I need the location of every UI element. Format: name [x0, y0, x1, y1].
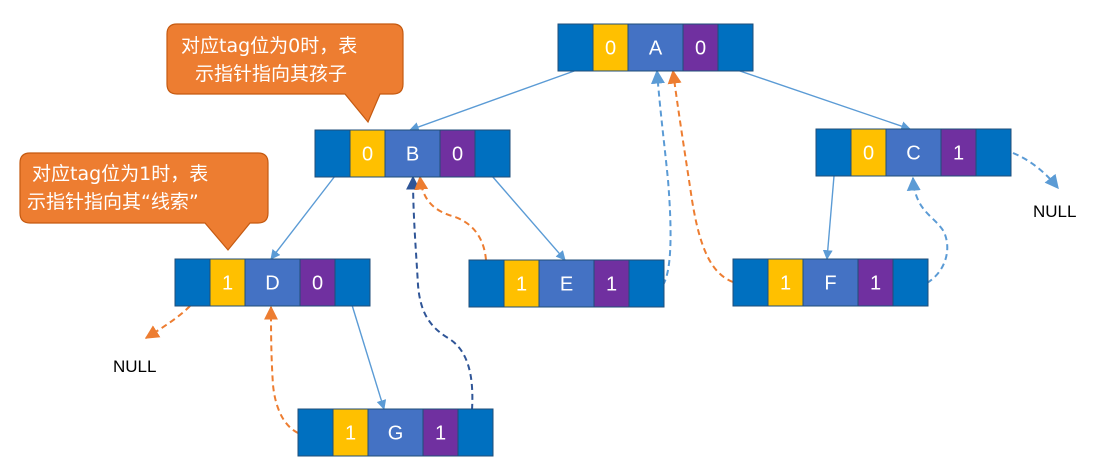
node-c-ltag-label: 0	[863, 143, 874, 165]
node-g-ltag-label: 1	[345, 423, 356, 445]
node-a-data-cell	[627, 23, 684, 72]
edge-A-B	[409, 69, 578, 132]
node-a-data-label: A	[649, 38, 663, 60]
null-label-right: NULL	[1033, 202, 1076, 221]
node-c-rtag-label: 1	[953, 143, 964, 165]
node-d-rtag-cell	[299, 258, 336, 307]
node-c-rchild-pointer-cell	[975, 128, 1012, 177]
node-e-rtag-label: 1	[606, 274, 617, 296]
node-g-lchild-pointer-cell	[297, 408, 334, 457]
node-a-ltag-label: 0	[605, 38, 616, 60]
node-e-lchild-pointer-cell	[468, 259, 505, 308]
node-b-lchild-pointer-cell	[314, 129, 351, 178]
node-g: 1 G 1	[297, 408, 494, 457]
callout-thread-line2: 示指针指向其“线索”	[27, 191, 199, 213]
node-b-data-cell	[384, 129, 441, 178]
node-d-data-label: D	[265, 273, 279, 295]
node-d-ltag-cell	[209, 258, 246, 307]
node-f-rtag-cell	[857, 258, 894, 307]
node-g-data-label: G	[388, 423, 404, 445]
node-f-rchild-pointer-cell	[892, 258, 929, 307]
node-b-ltag-label: 0	[362, 144, 373, 166]
thread-F-left-A	[667, 69, 734, 283]
callout-child-line1: 对应tag位为0时，表	[181, 35, 357, 57]
node-g-rchild-pointer-cell	[457, 408, 494, 457]
thread-edges	[144, 69, 1059, 434]
node-b-data-label: B	[406, 144, 419, 166]
node-e-data-label: E	[560, 274, 573, 296]
callout-thread-shape	[19, 152, 269, 251]
node-e-ltag-cell	[503, 259, 540, 308]
node-d-ltag-label: 1	[222, 273, 233, 295]
callout-child-line2: 示指针指向其孩子	[195, 63, 347, 85]
node-b-rtag-cell	[439, 129, 476, 178]
node-f-ltag-label: 1	[780, 273, 791, 295]
callout-thread: 对应tag位为1时，表 示指针指向其“线索”	[19, 152, 269, 251]
node-d-lchild-pointer-cell	[174, 258, 211, 307]
node-c-data-cell	[885, 128, 942, 177]
node-e-rchild-pointer-cell	[628, 259, 665, 308]
node-g-rtag-label: 1	[435, 423, 446, 445]
node-f-rtag-label: 1	[870, 273, 881, 295]
node-b-rchild-pointer-cell	[474, 129, 511, 178]
callout-child-shape	[166, 23, 404, 124]
node-a: 0 A 0	[557, 23, 754, 72]
node-c-lchild-pointer-cell	[815, 128, 852, 177]
thread-E-left-B	[414, 175, 487, 261]
callout-child: 对应tag位为0时，表 示指针指向其孩子	[166, 23, 404, 124]
node-d-rtag-label: 0	[312, 273, 323, 295]
node-c-data-label: C	[906, 143, 920, 165]
node-f-data-label: F	[824, 273, 836, 295]
null-label-left: NULL	[113, 357, 156, 376]
thread-E-right-A	[650, 69, 672, 286]
node-a-lchild-pointer-cell	[557, 23, 594, 72]
node-a-rtag-label: 0	[695, 38, 706, 60]
node-f: 1 F 1	[732, 258, 929, 307]
node-c-ltag-cell	[850, 128, 887, 177]
callout-thread-line1: 对应tag位为1时，表	[32, 163, 208, 185]
edge-B-E	[491, 175, 566, 261]
node-d: 1 D 0	[174, 258, 371, 307]
thread-G-right-B	[406, 175, 474, 411]
node-e-ltag-label: 1	[516, 274, 527, 296]
node-g-ltag-cell	[332, 408, 369, 457]
node-e: 1 E 1	[468, 259, 665, 308]
thread-G-left-D	[264, 305, 299, 434]
thread-C-right-null	[1012, 152, 1059, 190]
edge-D-G	[351, 304, 387, 410]
child-edges	[270, 69, 911, 410]
node-d-data-cell	[244, 258, 301, 307]
edge-C-F	[822, 175, 835, 260]
node-b-rtag-label: 0	[452, 144, 463, 166]
edge-B-D	[270, 175, 336, 260]
node-e-rtag-cell	[593, 259, 630, 308]
node-f-lchild-pointer-cell	[732, 258, 769, 307]
edge-A-C	[736, 69, 911, 131]
node-c: 0 C 1	[815, 128, 1012, 177]
node-e-data-cell	[538, 259, 595, 308]
node-a-rchild-pointer-cell	[717, 23, 754, 72]
node-d-rchild-pointer-cell	[334, 258, 371, 307]
node-b: 0 B 0	[314, 129, 511, 178]
node-g-data-cell	[367, 408, 424, 457]
thread-D-left-null	[144, 305, 191, 339]
